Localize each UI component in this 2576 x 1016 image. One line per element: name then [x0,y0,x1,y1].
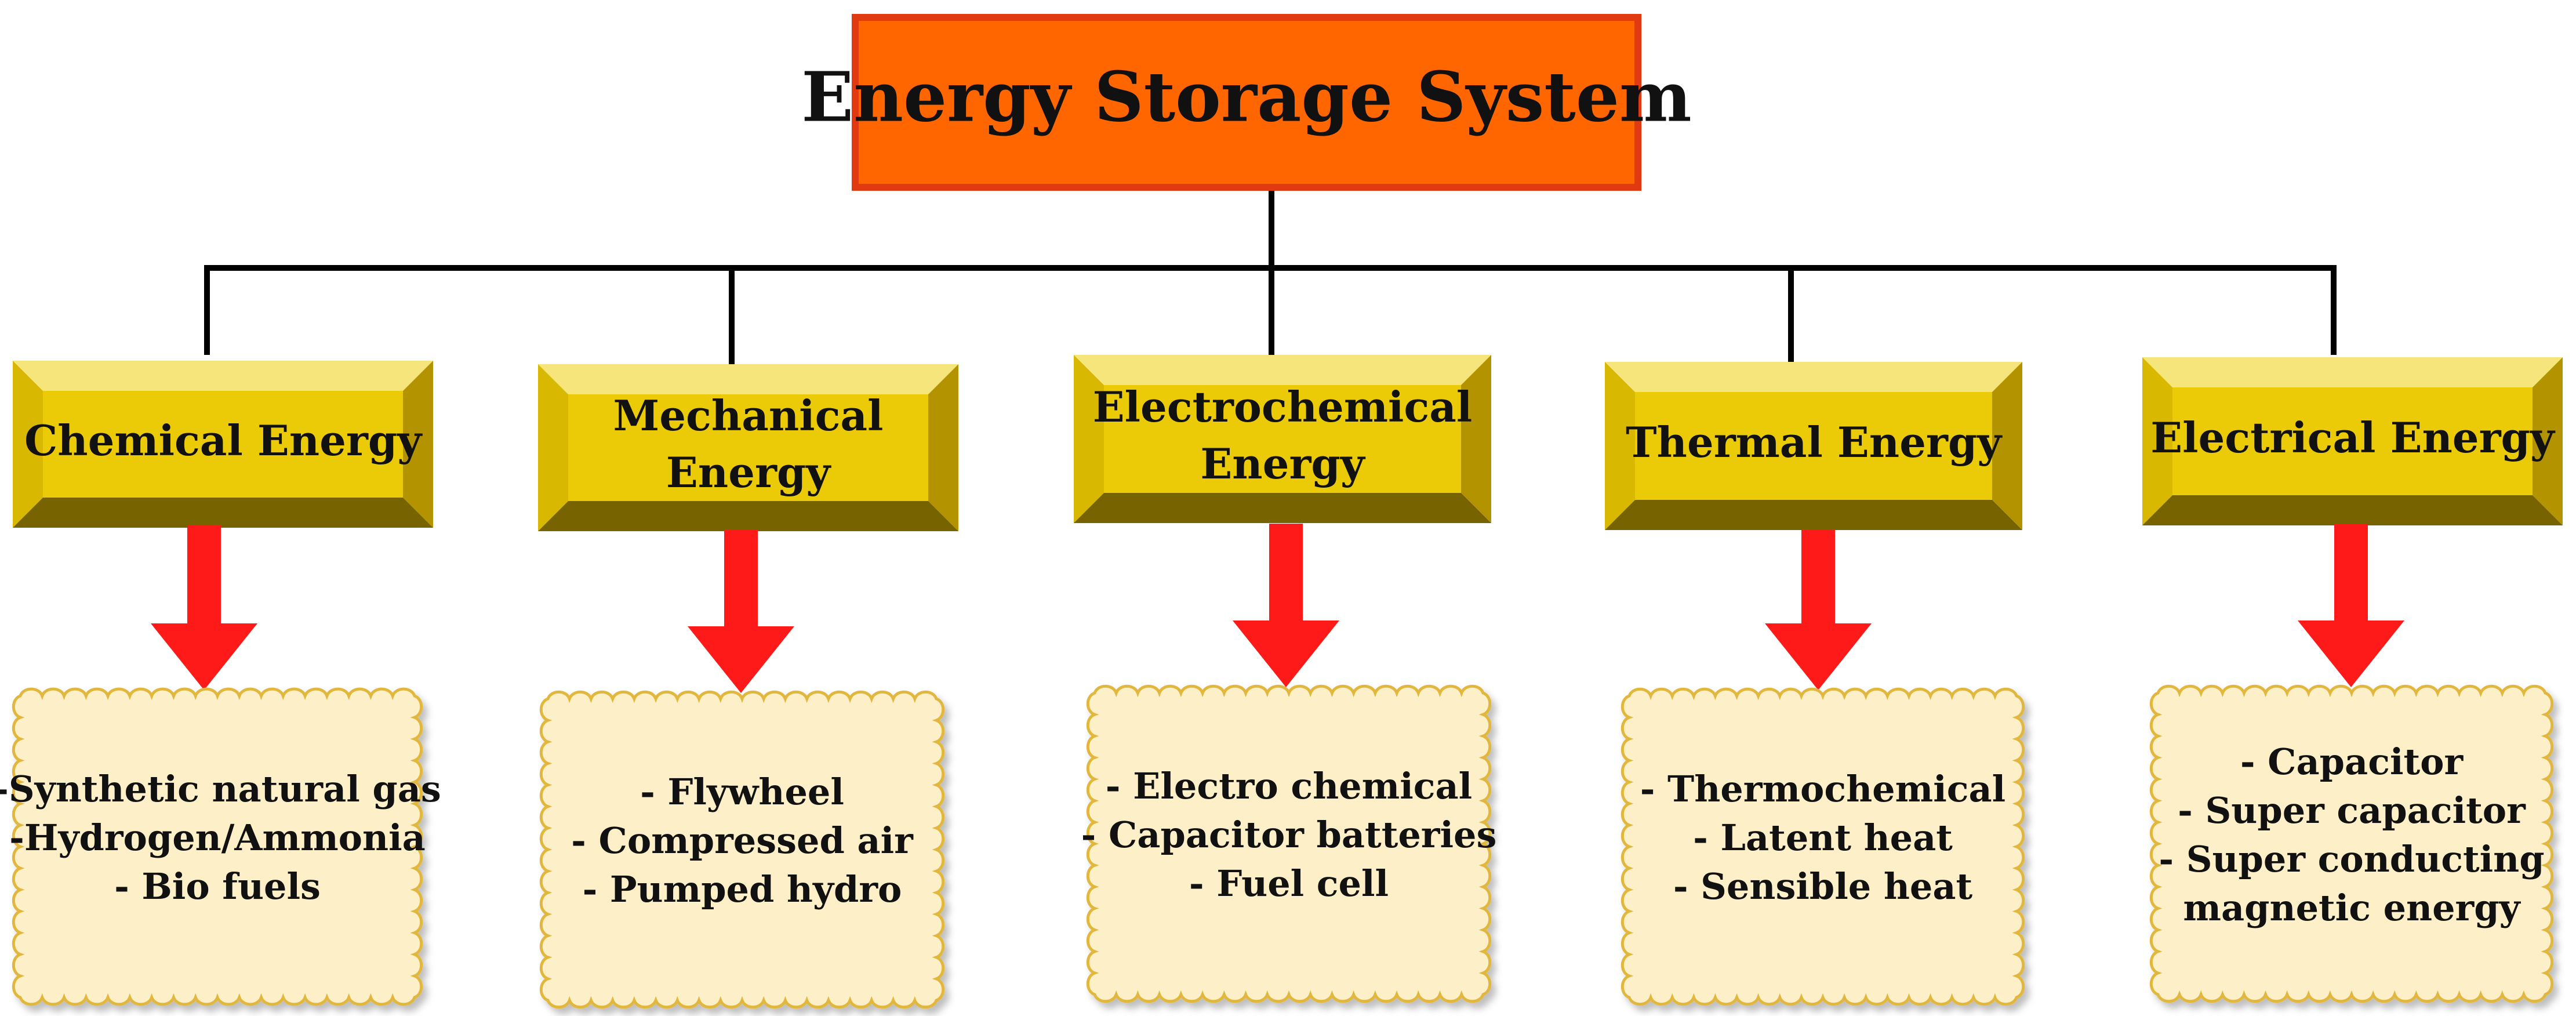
bevel-right [2533,357,2563,525]
example-item: - Sensible heat [1673,865,1973,908]
example-item: - Flywheel [640,771,844,813]
root-box [852,14,1641,191]
category-label: Thermal Energy [1626,418,2003,467]
examples-box [1621,687,2025,1006]
example-item: - Bio fuels [114,865,321,908]
bevel-left [1074,355,1104,523]
example-item: - Latent heat [1693,817,1953,859]
category-label: Mechanical [613,391,884,440]
bevel-face [1635,392,1992,500]
bevel-top [2142,357,2563,387]
example-item: - Super conducting [2159,838,2544,880]
bevel-right [1992,362,2022,530]
category-box [13,361,433,528]
category-box [1605,362,2022,530]
bevel-top [538,364,958,394]
category-thermal-energy: Thermal Energy - Thermochemical - Latent h… [1605,362,2025,1006]
example-item: - Compressed air [571,819,914,862]
bevel-bottom [2142,495,2563,525]
example-item: - Capacitor batteries [1081,814,1497,856]
category-electrical-energy: Electrical Energy - Capacitor - Super capa… [2142,357,2563,1003]
example-item: -Hydrogen/Ammonia [9,817,426,859]
root-node: Energy Storage System [801,14,1692,191]
bevel-top [1074,355,1491,385]
category-label: Electrochemical [1093,382,1472,431]
bevel-top [13,361,433,391]
bevel-left [13,361,43,528]
category-label: Energy [1200,439,1365,488]
category-columns: Chemical Energy -Synthetic natural gas -Hy… [0,355,2563,1009]
bevel-bottom [1074,493,1491,523]
bevel-left [538,364,568,531]
bevel-bottom [1605,500,2022,530]
example-item: - Capacitor [2240,741,2464,783]
category-box [2142,357,2563,525]
example-item: magnetic energy [2183,887,2521,929]
category-box [538,364,958,531]
bevel-face [43,391,403,498]
example-item: - Fuel cell [1189,862,1389,905]
bevel-bottom [13,498,433,528]
down-arrow [1233,524,1339,687]
down-arrow [688,529,794,693]
down-arrow [2298,524,2404,687]
bevel-top [1605,362,2022,392]
bevel-left [2142,357,2172,525]
bevel-face [568,394,928,501]
bevel-left [1605,362,1635,530]
bevel-right [928,364,958,531]
category-chemical-energy: Chemical Energy -Synthetic natural gas -Hy… [0,361,441,1006]
root-title: Energy Storage System [801,57,1692,137]
examples-box [2149,684,2554,1003]
category-label: Electrical Energy [2150,413,2556,462]
example-item: - Thermochemical [1640,768,2006,810]
example-item: - Pumped hydro [583,868,902,910]
examples-box [1086,684,1492,1003]
example-item: - Electro chemical [1106,765,1472,807]
category-box [1074,355,1491,523]
example-item: - Super capacitor [2178,789,2526,832]
bevel-bottom [538,501,958,531]
connectors [204,187,2337,364]
examples-box [12,687,423,1006]
examples-box [539,690,945,1009]
down-arrow [151,525,257,690]
bevel-right [403,361,433,528]
down-arrow [1765,530,1872,690]
category-label: Energy [666,448,831,497]
bevel-face [2172,387,2533,495]
category-label: Chemical Energy [24,416,423,465]
bevel-face [1104,385,1461,493]
bevel-right [1461,355,1491,523]
example-item: -Synthetic natural gas [0,768,441,810]
